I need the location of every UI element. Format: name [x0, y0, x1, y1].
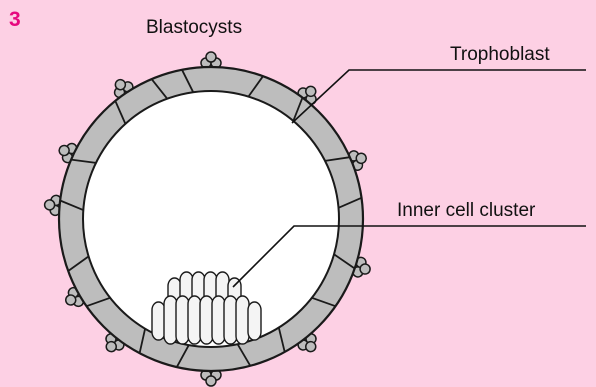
inner-cell — [152, 302, 165, 340]
surface-bud — [201, 52, 221, 68]
inner-cell — [236, 296, 249, 344]
surface-bud — [201, 370, 221, 386]
inner-cell-cluster-label: Inner cell cluster — [397, 200, 535, 222]
inner-cell — [248, 302, 261, 340]
inner-cell — [164, 296, 177, 344]
inner-cell — [176, 296, 189, 344]
trophoblast-label: Trophoblast — [450, 44, 550, 66]
figure-number: 3 — [9, 8, 21, 32]
trophoblast-leader-line — [292, 70, 586, 123]
inner-cell — [212, 296, 225, 344]
inner-cell — [224, 296, 237, 344]
inner-cell — [200, 296, 213, 344]
inner-cell — [188, 296, 201, 344]
figure-title: Blastocysts — [146, 17, 242, 39]
